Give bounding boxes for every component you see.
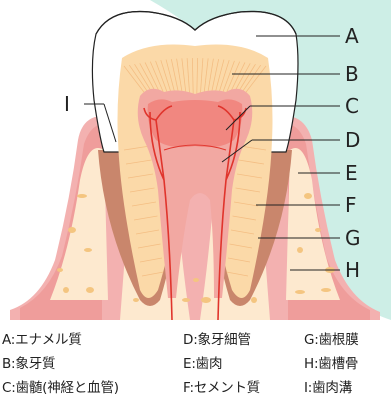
bone-spot [84,248,92,252]
bone-spot [201,297,211,303]
bone-spot [86,287,94,293]
bone-spot [295,290,305,294]
bone-spot [315,228,321,232]
legend-item-periodontal-ligament: G:歯根膜 [304,332,359,348]
bone-spot [133,298,139,302]
callout-E: E [345,161,358,185]
callout-A: A [345,24,359,48]
bone-spot [193,278,199,282]
bone-spot [63,287,69,293]
pulp-core [148,99,243,147]
callout-F: F [345,193,357,217]
callout-H: H [345,258,360,282]
callout-D: D [345,128,360,152]
legend-item-gingival-sulcus: I:歯肉溝 [304,380,352,396]
bone-spot [251,297,257,303]
bone-spot [68,227,76,233]
bone-spot [57,268,63,272]
legend: A:エナメル質 B:象牙質 C:歯髄(神経と血管) D:象牙細管 E:歯肉 F:… [0,330,391,398]
callout-G: G [345,226,361,250]
legend-item-gum: E:歯肉 [183,356,222,372]
legend-item-dentin: B:象牙質 [2,356,55,372]
callout-I: I [64,92,70,116]
callout-C: C [345,94,359,118]
bone-spot [182,298,190,302]
legend-item-alveolar-bone: H:歯槽骨 [304,356,358,372]
bone-spot [321,288,331,292]
callout-B: B [345,62,359,86]
bone-spot [297,247,303,253]
bone-spot [77,194,87,198]
legend-item-pulp: C:歯髄(神経と血管) [2,380,119,396]
legend-item-cementum: F:セメント質 [183,380,260,396]
bone-spot [304,193,312,199]
legend-item-dentinal-tubules: D:象牙細管 [183,332,251,348]
legend-item-enamel: A:エナメル質 [2,332,82,348]
